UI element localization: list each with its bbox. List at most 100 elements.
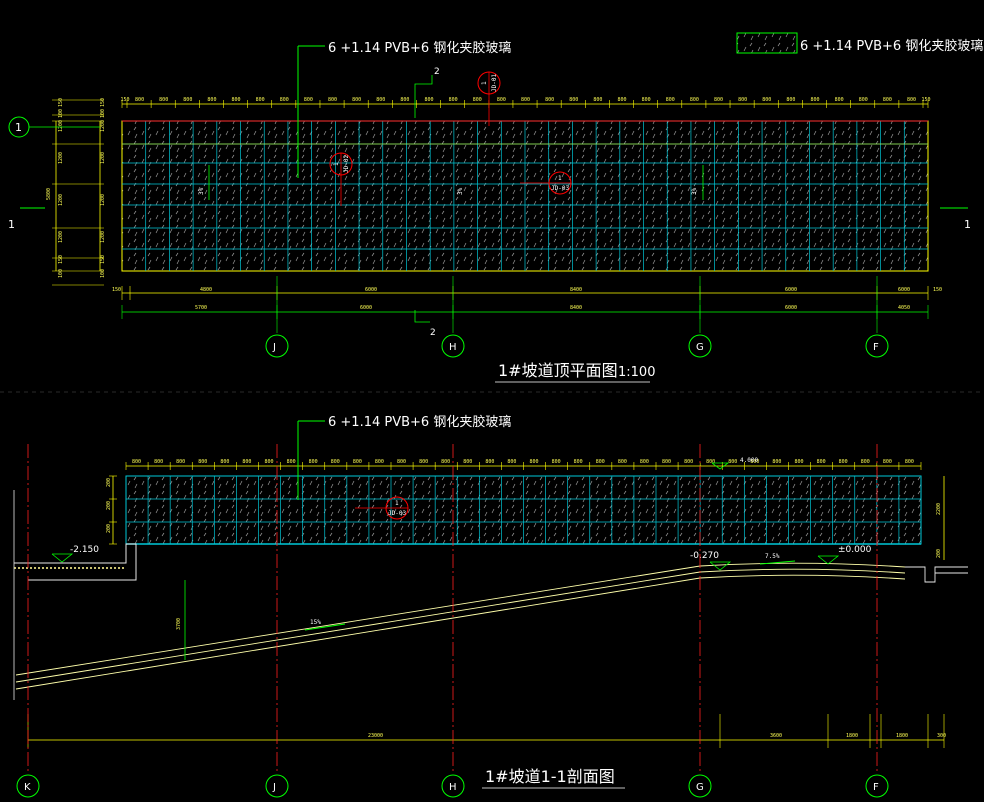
plan-top-dim-text: 800 xyxy=(835,97,844,103)
plan-glass-grid xyxy=(122,121,928,271)
section-left-dim-text: 200 xyxy=(106,478,112,487)
plan-view: 150 800 800 800 800 800 800 800 800 800 800 800 800 8… xyxy=(8,32,983,383)
plan-bottom-dim-text: 6000 xyxy=(785,287,797,293)
legend-swatch[interactable] xyxy=(736,32,798,54)
plan-leader-2b xyxy=(414,310,430,323)
plan-top-dim-text: 800 xyxy=(328,97,337,103)
plan-axis-bubble xyxy=(441,334,465,358)
plan-left-dim-text: 1200 xyxy=(58,152,64,164)
plan-bottom-dim-text-2: 6000 xyxy=(785,305,797,311)
section-left-dim-text: 200 xyxy=(106,501,112,510)
slope-top-arrow xyxy=(759,560,796,565)
plan-top-dim-text: 800 xyxy=(400,97,409,103)
section-mark-right: 1 xyxy=(964,218,971,231)
height-label: 3700 xyxy=(176,618,182,630)
plan-leader-2b-num: 2 xyxy=(430,328,436,338)
svg-text:1: 1 xyxy=(558,175,562,182)
section-top-dim-text: 800 xyxy=(684,459,693,465)
right-end-detail xyxy=(905,566,968,583)
plan-axis-bubble xyxy=(865,334,889,358)
section-top-dim-text: 800 xyxy=(242,459,251,465)
section-top-dim-text: 800 xyxy=(198,459,207,465)
svg-text:JD-03: JD-03 xyxy=(388,510,406,517)
top-elev-marker xyxy=(711,462,730,470)
section-right-dim: 200 xyxy=(936,549,942,558)
ramp-slab-bot xyxy=(15,574,906,690)
detail-tag-top[interactable]: 1 JD-01 xyxy=(477,71,501,95)
detail-tag-mid-left[interactable]: 1 JD-02 xyxy=(329,152,353,176)
legend-label: 6 +1.14 PVB+6 钢化夹胶玻璃 xyxy=(800,38,983,54)
section-axis-bubble xyxy=(865,774,889,798)
detail-tag-mid[interactable]: 1 JD-03 xyxy=(548,171,572,195)
section-bottom-dim-text: 300 xyxy=(937,733,946,739)
section-top-dim-text: 800 xyxy=(154,459,163,465)
section-top-dims: 800 800 800 800 800 800 800 800 800 800 800 800 800 8… xyxy=(106,459,922,545)
slope-main: 15% xyxy=(310,619,321,626)
section-glass-height: 2200 xyxy=(936,503,942,515)
plan-top-dim-text: 800 xyxy=(762,97,771,103)
section-top-dim-text: 800 xyxy=(375,459,384,465)
plan-leader-2-num: 2 xyxy=(434,67,440,77)
plan-title: 1#坡道顶平面图 xyxy=(498,361,618,380)
section-bottom-dim-text: 23000 xyxy=(368,733,383,739)
section-axis-label: F xyxy=(873,782,879,793)
plan-slope-1: 3% xyxy=(198,187,205,195)
plan-bottom-dim-text: 6000 xyxy=(365,287,377,293)
plan-annotation: 6 +1.14 PVB+6 钢化夹胶玻璃 xyxy=(328,40,511,56)
section-top-dim-text: 800 xyxy=(463,459,472,465)
plan-top-dim-text: 800 xyxy=(232,97,241,103)
section-top-dim-text: 800 xyxy=(861,459,870,465)
plan-axis-label: J xyxy=(272,342,276,353)
plan-left-dim-text: 1200 xyxy=(58,194,64,206)
plan-top-dim-text: 800 xyxy=(666,97,675,103)
plan-top-dim-text: 800 xyxy=(280,97,289,103)
section-top-dim-text: 800 xyxy=(441,459,450,465)
plan-left-dim-text: 100 xyxy=(58,269,64,278)
section-top-dim-text: 800 xyxy=(905,459,914,465)
svg-text:1: 1 xyxy=(481,81,488,85)
elev-right: ±0.000 xyxy=(838,545,872,555)
plan-top-dim-text: 800 xyxy=(617,97,626,103)
plan-left-dim-text-2: 1200 xyxy=(100,194,106,206)
section-detail-tag[interactable]: 1 JD-03 xyxy=(385,496,409,520)
plan-top-dims: 150 800 800 800 800 800 800 800 800 800 800 800 800 8… xyxy=(121,97,931,108)
svg-text:JD-02: JD-02 xyxy=(343,155,350,173)
slope-main-arrow xyxy=(304,623,346,631)
plan-left-dim-text-2: 100 xyxy=(100,109,106,118)
section-top-dim-text: 800 xyxy=(817,459,826,465)
svg-text:1: 1 xyxy=(395,500,399,507)
section-top-dim-text: 800 xyxy=(485,459,494,465)
plan-leader-2 xyxy=(414,75,433,118)
section-top-dim-text: 800 xyxy=(419,459,428,465)
section-axis-bubble xyxy=(688,774,712,798)
section-top-dim-text: 800 xyxy=(839,459,848,465)
section-view: 800 800 800 800 800 800 800 800 800 800 800 800 800 8… xyxy=(13,414,968,798)
plan-axis-label: G xyxy=(696,342,704,353)
section-axis-label: J xyxy=(272,782,276,793)
section-top-dim-text: 800 xyxy=(795,459,804,465)
axis-1-label: 1 xyxy=(15,121,22,134)
plan-left-dim-text: 100 xyxy=(58,109,64,118)
section-top-dim-text: 800 xyxy=(728,459,737,465)
plan-left-total-dim: 5800 xyxy=(46,188,52,200)
plan-top-dim-text: 800 xyxy=(907,97,916,103)
plan-bottom-dim-text-2: 4050 xyxy=(898,305,910,311)
slope-top: 7.5% xyxy=(765,553,780,560)
plan-bottom-dim-text-2: 8400 xyxy=(570,305,582,311)
section-top-dim-text: 800 xyxy=(287,459,296,465)
plan-left-dim-text-2: 1200 xyxy=(100,152,106,164)
elev-mid: -0.270 xyxy=(690,551,719,561)
plan-top-dim-text: 800 xyxy=(376,97,385,103)
plan-top-dim-text: 800 xyxy=(883,97,892,103)
section-top-dim-text: 800 xyxy=(309,459,318,465)
plan-top-dim-text: 800 xyxy=(497,97,506,103)
svg-text:1: 1 xyxy=(333,162,340,166)
plan-left-dim-text: 150 xyxy=(58,255,64,264)
plan-top-dim-text: 800 xyxy=(859,97,868,103)
section-top-dim-text: 800 xyxy=(883,459,892,465)
plan-top-dim-text: 150 xyxy=(922,97,931,103)
